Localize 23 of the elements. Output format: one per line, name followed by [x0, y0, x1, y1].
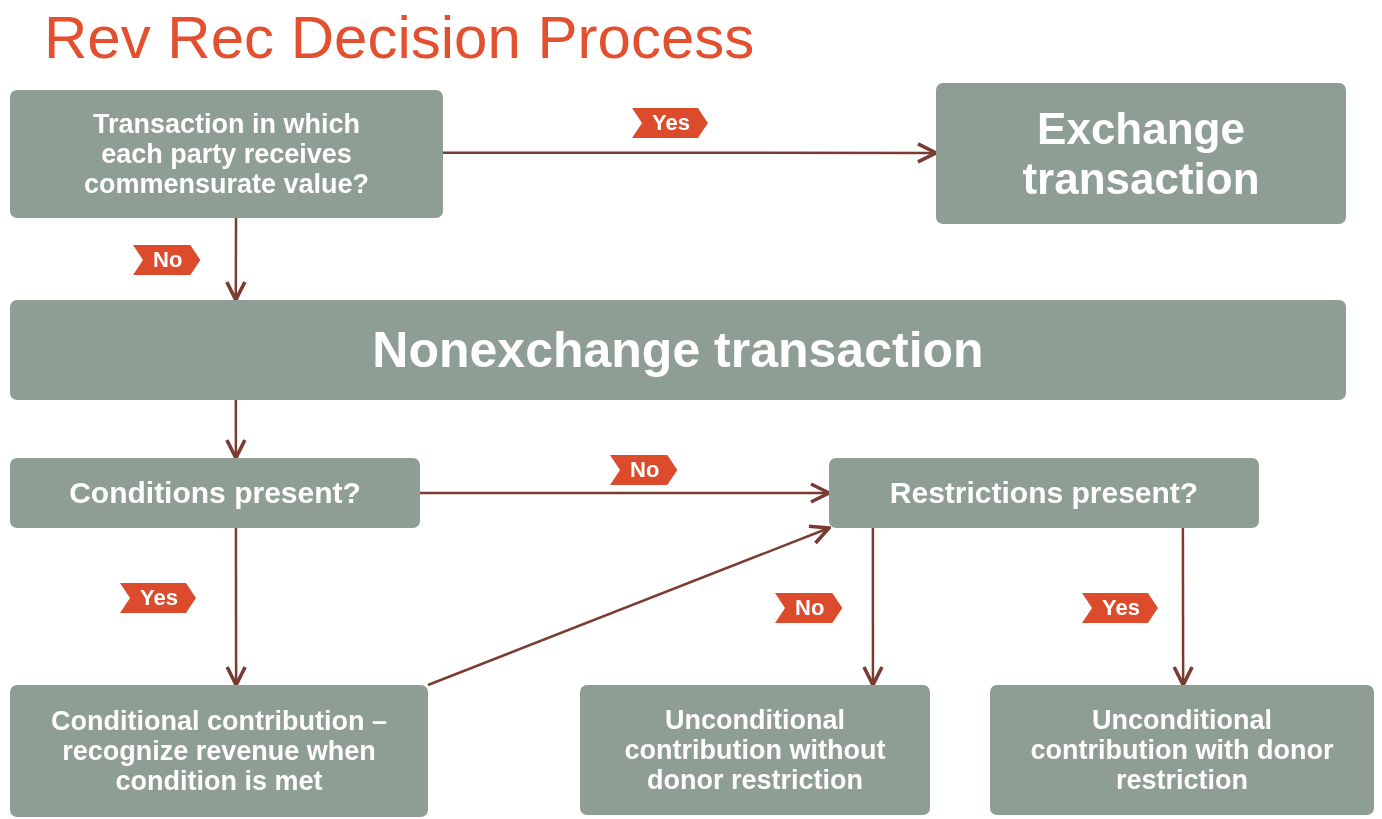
process-box: Exchange transaction: [936, 83, 1346, 224]
arrow: [1172, 528, 1194, 687]
decision-box: Conditions present?: [10, 458, 420, 528]
edge-label: Yes: [1082, 593, 1158, 623]
edge-label: No: [610, 455, 678, 485]
arrow: [225, 400, 247, 460]
arrow: [420, 482, 831, 504]
edge-label: Yes: [120, 583, 196, 613]
arrow: [427, 524, 831, 687]
decision-box: Restrictions present?: [829, 458, 1259, 528]
process-box: Unconditional contribution with donor restriction: [990, 685, 1374, 815]
edge-label: No: [775, 593, 843, 623]
arrow: [443, 142, 938, 164]
arrow: [225, 218, 247, 302]
arrow: [862, 528, 884, 687]
diagram-title: Rev Rec Decision Process: [44, 8, 755, 68]
arrow: [225, 528, 247, 687]
decision-box: Transaction in which each party receives commensurate value?: [10, 90, 443, 218]
edge-label: Yes: [632, 108, 708, 138]
process-box: Unconditional contribution without donor restriction: [580, 685, 930, 815]
process-box: Conditional contribution – recognize revenue when condition is met: [10, 685, 428, 817]
edge-label: No: [133, 245, 201, 275]
process-box: Nonexchange transaction: [10, 300, 1346, 400]
